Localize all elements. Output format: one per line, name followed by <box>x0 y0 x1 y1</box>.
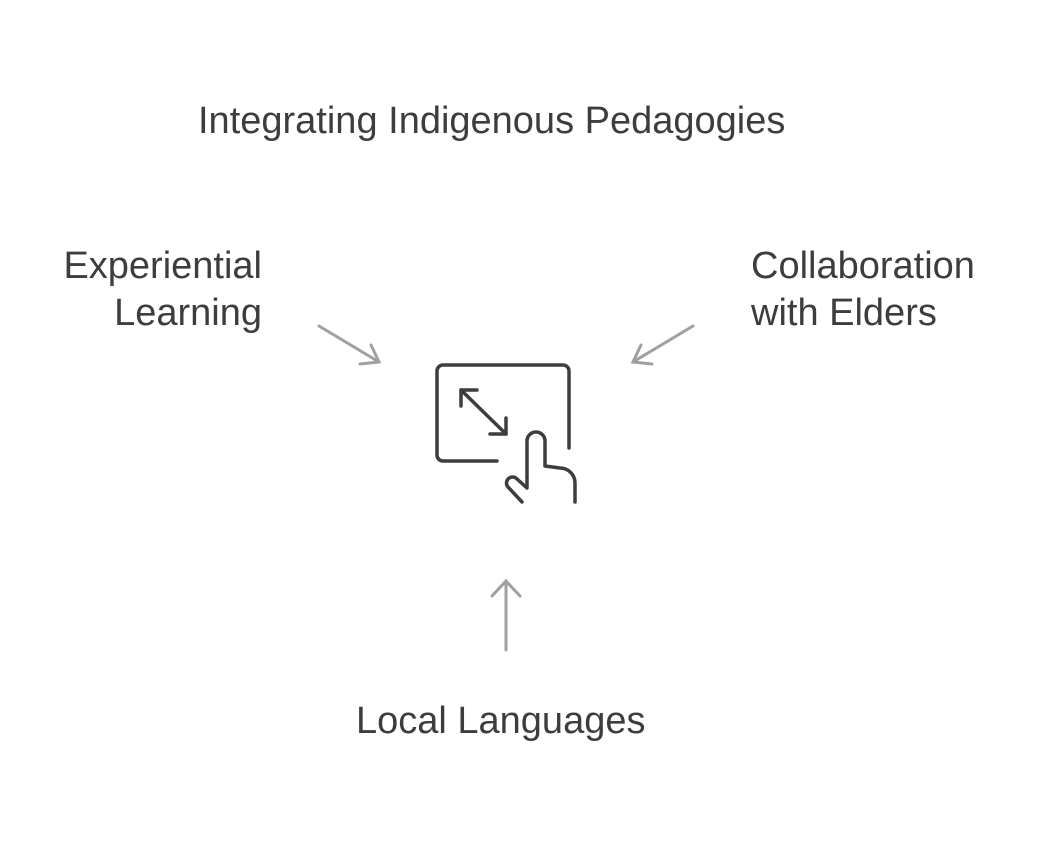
resize-touch-icon <box>435 363 577 504</box>
label-line: Learning <box>114 292 262 334</box>
label-collaboration-with-elders: Collaboration with Elders <box>751 243 975 337</box>
label-line: with Elders <box>751 292 937 334</box>
arrow-from-right <box>630 324 695 366</box>
diagram-title: Integrating Indigenous Pedagogies <box>198 100 786 142</box>
label-line: Collaboration <box>751 245 975 287</box>
arrow-from-bottom <box>490 578 522 652</box>
label-line: Experiential <box>63 245 262 287</box>
label-local-languages: Local Languages <box>356 700 646 742</box>
label-experiential-learning: Experiential Learning <box>63 243 262 337</box>
arrow-from-left <box>317 324 382 366</box>
